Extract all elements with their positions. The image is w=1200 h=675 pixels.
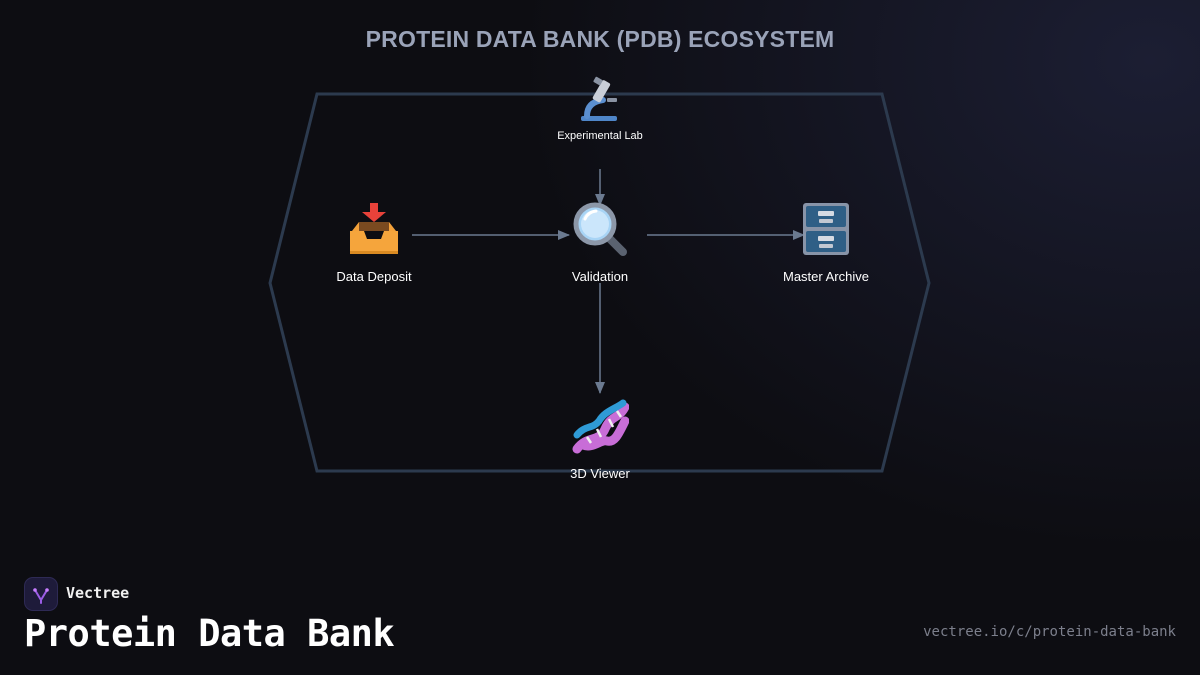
magnifying-glass-icon xyxy=(573,202,627,256)
dna-icon xyxy=(572,399,629,454)
diagram-title: PROTEIN DATA BANK (PDB) ECOSYSTEM xyxy=(365,26,835,52)
brand-logo[interactable] xyxy=(24,577,58,611)
node-data-deposit[interactable]: Data Deposit xyxy=(314,201,434,284)
node-label: Validation xyxy=(571,269,629,284)
node-label: 3D Viewer xyxy=(570,466,630,481)
node-3d-viewer[interactable]: 3D Viewer xyxy=(540,399,660,481)
node-master-archive[interactable]: Master Archive xyxy=(766,201,886,284)
node-label: Experimental Lab xyxy=(557,130,643,142)
vectree-logo-icon xyxy=(33,588,49,604)
node-label: Master Archive xyxy=(783,269,869,284)
page-title: Protein Data Bank xyxy=(24,612,395,655)
node-validation[interactable]: Validation xyxy=(540,201,660,284)
microscope-icon xyxy=(581,76,617,121)
inbox-tray-icon xyxy=(350,203,398,254)
node-experimental-lab[interactable]: Experimental Lab xyxy=(540,76,660,142)
ecosystem-boundary xyxy=(268,92,931,473)
source-url[interactable]: vectree.io/c/protein-data-bank xyxy=(923,624,1176,640)
file-cabinet-icon xyxy=(803,203,849,255)
brand-name: Vectree xyxy=(66,584,130,602)
node-label: Data Deposit xyxy=(336,269,412,284)
